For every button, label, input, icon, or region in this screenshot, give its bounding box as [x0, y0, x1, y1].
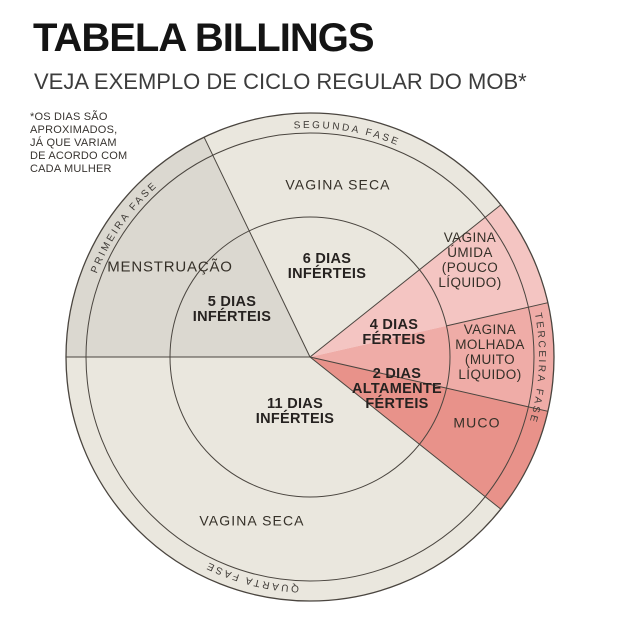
label-vagina-seca-bottom: VAGINA SECA [199, 512, 305, 529]
label-11-dias-inferteis: 11 DIAS INFÉRTEIS [255, 395, 335, 427]
divider-seca-umida [309, 204, 502, 358]
divider-menstruacao-seca [203, 136, 311, 358]
divider-muco-seca [309, 356, 502, 510]
wedge-muco-2-dias [310, 357, 548, 510]
label-6-dias-inferteis: 6 DIAS INFÉRTEIS [287, 250, 367, 282]
page-subtitle: VEJA EXEMPLO DE CICLO REGULAR DO MOB* [34, 69, 527, 94]
divider-umida-molhada [446, 302, 549, 327]
page-title: TABELA BILLINGS [33, 16, 375, 60]
wedge-vagina-seca-6-dias [204, 113, 501, 357]
wedge-vagina-molhada [310, 302, 555, 412]
divider-molhada-muco [309, 356, 549, 412]
wedge-menstruacao-5-dias [66, 137, 310, 357]
label-vagina-seca-top: VAGINA SECA [285, 176, 391, 193]
wedge-vagina-umida [310, 204, 548, 357]
label-4-dias-ferteis: 4 DIAS FÉRTEIS [362, 316, 426, 348]
label-5-dias-inferteis: 5 DIAS INFÉRTEIS [192, 293, 272, 325]
footnote: *OS DIAS SÃO APROXIMADOS, JÁ QUE VARIAM … [30, 111, 128, 175]
label-muco: MUCO [453, 414, 501, 431]
label-vagina-umida: VAGINA ÚMIDA (POUCO LÍQUIDO) [438, 229, 502, 291]
wedge-vagina-seca-11-dias [66, 357, 501, 602]
label-vagina-molhada: VAGINA MOLHADA (MUITO LÍQUIDO) [455, 321, 525, 383]
label-2-dias-altamente-ferteis: 2 DIAS ALTAMENTE FÉRTEIS [352, 366, 442, 413]
label-menstruacao: MENSTRUAÇÃO [107, 258, 233, 276]
